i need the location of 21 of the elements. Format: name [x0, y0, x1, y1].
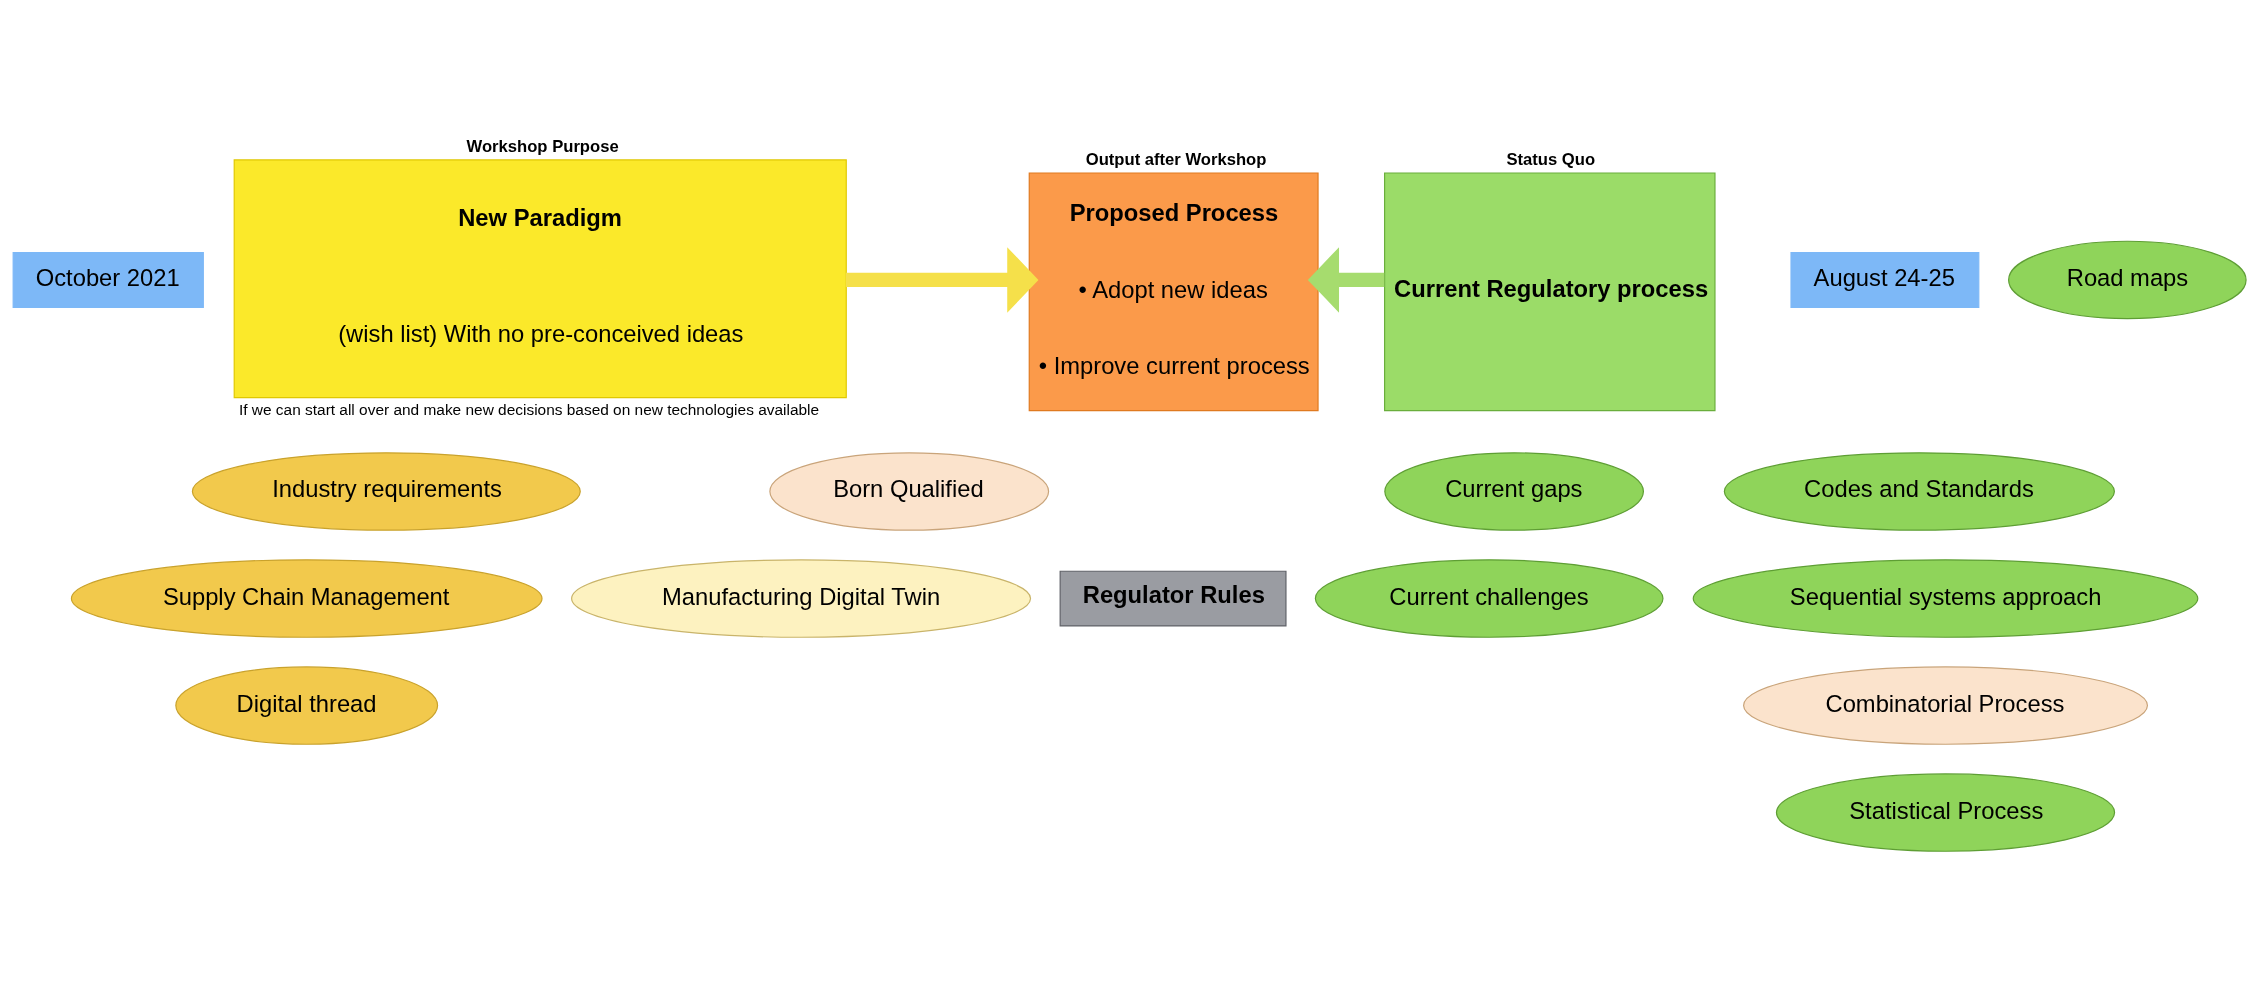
node-label: Workshop Purpose: [466, 136, 619, 156]
node-ellipse: Supply Chain Management: [70, 559, 543, 638]
node-ellipse: Sequential systems approach: [1692, 559, 2199, 638]
node-label: Status Quo: [1506, 149, 1596, 169]
arrow: [845, 247, 1039, 313]
node-ellipse: Current gaps: [1384, 452, 1644, 531]
node-ellipse: Road maps: [2008, 240, 2247, 320]
node-ellipse: Current challenges: [1314, 559, 1664, 638]
node-ellipse: Combinatorial Process: [1743, 666, 2149, 745]
node-label: If we can start all over and make new decisions based on new technologies available: [238, 400, 820, 418]
node-ellipse: Manufacturing Digital Twin: [571, 559, 1032, 638]
node-ellipse: Digital thread: [175, 666, 439, 745]
node-ellipse: Industry requirements: [191, 452, 581, 531]
node-label: Output after Workshop: [1085, 149, 1267, 169]
node-ellipse: Born Qualified: [769, 452, 1050, 531]
node-ellipse: Statistical Process: [1775, 773, 2116, 852]
node-ellipse: Codes and Standards: [1723, 452, 2115, 531]
node-box: October 2021: [12, 252, 204, 308]
node-box: Regulator Rules: [1059, 570, 1287, 627]
arrow: [1307, 247, 1385, 313]
node-box: August 24-25: [1790, 252, 1980, 308]
